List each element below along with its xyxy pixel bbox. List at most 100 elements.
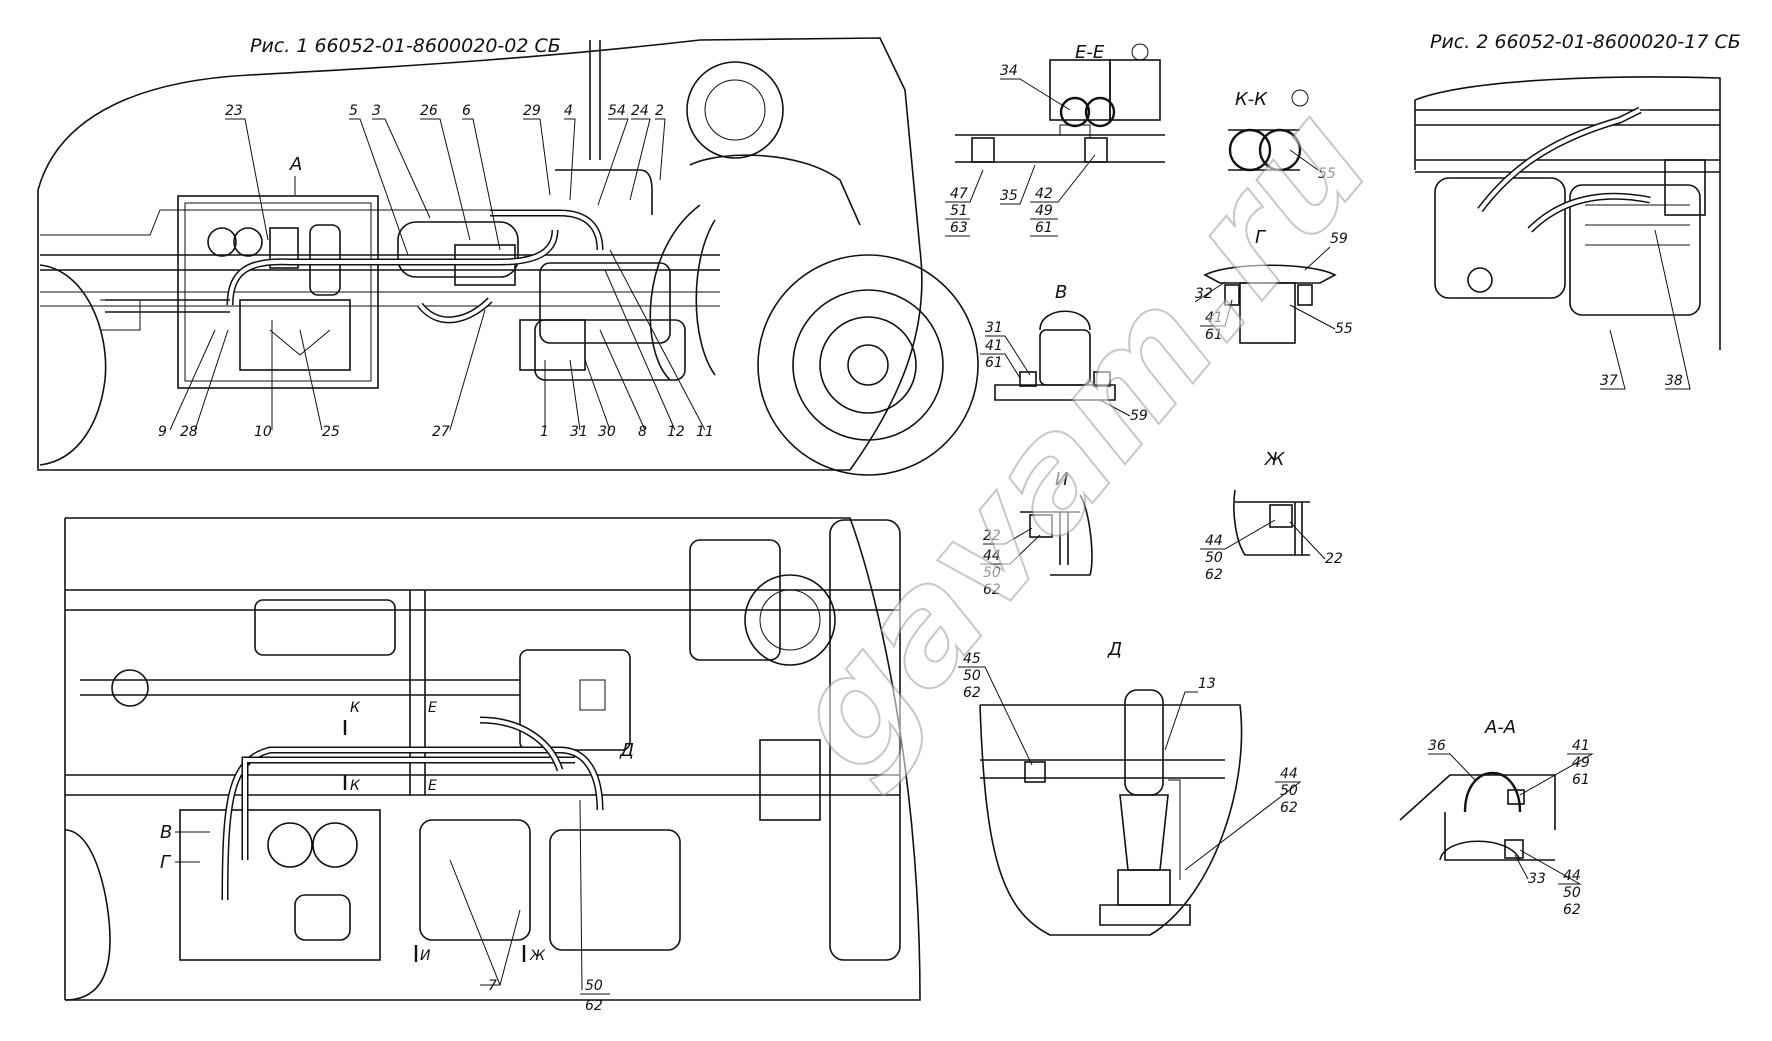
view-v: В 31 41 61 59 xyxy=(980,282,1148,424)
callout-44-aa: 44 xyxy=(1563,868,1581,884)
view-d: Д 45 50 62 13 44 50 62 xyxy=(958,639,1302,936)
view-ee: Е-Е 34 35 47 51 63 42 49 61 xyxy=(945,42,1165,237)
callout-41-v: 41 xyxy=(985,338,1003,354)
callout-22-zh: 22 xyxy=(1325,551,1343,567)
marker-g: Г xyxy=(160,852,172,873)
callout-45-d: 45 xyxy=(963,651,981,667)
view-ee-title: Е-Е xyxy=(1075,42,1105,63)
callout-62-d2: 62 xyxy=(1280,800,1298,816)
callout-1: 1 xyxy=(540,424,549,440)
callout-55-g: 55 xyxy=(1335,321,1353,337)
callout-38: 38 xyxy=(1665,373,1683,389)
callout-34: 34 xyxy=(1000,63,1018,79)
callout-10: 10 xyxy=(254,424,272,440)
view-kk-title: К-К xyxy=(1235,89,1268,110)
callout-4: 4 xyxy=(564,103,573,119)
callout-63: 63 xyxy=(950,220,968,236)
callout-31: 31 xyxy=(570,424,588,440)
callout-29: 29 xyxy=(523,103,541,119)
callout-62-d: 62 xyxy=(963,685,981,701)
view-i-title: И xyxy=(1055,469,1068,490)
callout-49: 49 xyxy=(1035,203,1053,219)
callout-47: 47 xyxy=(950,186,968,202)
marker-e-2: Е xyxy=(428,778,437,794)
marker-i: И xyxy=(420,948,431,964)
callout-27: 27 xyxy=(432,424,450,440)
callout-61-v: 61 xyxy=(985,355,1003,371)
callout-7: 7 xyxy=(488,978,497,994)
view-i: И 22 44 50 62 xyxy=(980,469,1093,598)
callout-61: 61 xyxy=(1035,220,1053,236)
callout-55-kk: 55 xyxy=(1318,166,1336,182)
plan-view-markers: В Г К К Е Е Д И Ж 7 50 62 xyxy=(160,700,634,1014)
callout-32: 32 xyxy=(1195,286,1213,302)
marker-k-2: К xyxy=(350,778,361,794)
callout-50-plan: 50 xyxy=(585,978,603,994)
figure-1-callouts: 23 А 5 3 26 6 29 4 54 24 2 9 28 10 25 27… xyxy=(158,103,714,440)
callout-30: 30 xyxy=(598,424,616,440)
callout-8: 8 xyxy=(638,424,647,440)
callout-59-g: 59 xyxy=(1330,231,1348,247)
callout-62-i: 62 xyxy=(983,582,1001,598)
callout-33-aa: 33 xyxy=(1528,871,1546,887)
marker-d: Д xyxy=(619,740,634,761)
marker-v: В xyxy=(160,822,172,843)
view-g: Г 59 32 41 61 55 xyxy=(1194,227,1353,344)
callout-61-g: 61 xyxy=(1205,327,1223,343)
callout-62-aa: 62 xyxy=(1563,902,1581,918)
view-kk: К-К 55 xyxy=(1228,89,1336,182)
callout-2: 2 xyxy=(655,103,664,119)
plan-view xyxy=(64,517,921,1001)
callout-54: 54 xyxy=(608,103,626,119)
watermark-text: gavam.ru xyxy=(754,77,1403,803)
view-aa: А-А 36 41 49 61 33 44 50 62 xyxy=(1399,717,1594,918)
callout-62-plan: 62 xyxy=(585,998,603,1014)
callout-49-aa: 49 xyxy=(1572,755,1590,771)
callout-5: 5 xyxy=(349,103,358,119)
figure-1-title: Рис. 1 66052-01-8600020-02 СБ xyxy=(250,35,561,57)
figure-2-title: Рис. 2 66052-01-8600020-17 СБ xyxy=(1430,31,1741,53)
callout-28: 28 xyxy=(180,424,198,440)
callout-11: 11 xyxy=(696,424,714,440)
callout-9: 9 xyxy=(158,424,167,440)
callout-6: 6 xyxy=(462,103,471,119)
callout-23: 23 xyxy=(225,103,243,119)
callout-12: 12 xyxy=(667,424,685,440)
callout-41-aa: 41 xyxy=(1572,738,1590,754)
callout-22-i: 22 xyxy=(983,528,1001,544)
callout-61-aa: 61 xyxy=(1572,772,1590,788)
view-aa-title: А-А xyxy=(1484,717,1516,738)
callout-50-aa: 50 xyxy=(1563,885,1581,901)
callout-3: 3 xyxy=(372,103,381,119)
marker-e-1: Е xyxy=(428,700,437,716)
view-v-title: В xyxy=(1055,282,1067,303)
callout-24: 24 xyxy=(631,103,649,119)
callout-50-i: 50 xyxy=(983,565,1001,581)
callout-41-g: 41 xyxy=(1205,310,1223,326)
view-zh-title: Ж xyxy=(1264,449,1285,470)
callout-50-d: 50 xyxy=(963,668,981,684)
callout-37: 37 xyxy=(1600,373,1618,389)
view-marker-a: А xyxy=(289,154,302,175)
callout-50-zh: 50 xyxy=(1205,550,1223,566)
callout-42: 42 xyxy=(1035,186,1053,202)
callout-36-aa: 36 xyxy=(1428,738,1446,754)
view-g-title: Г xyxy=(1255,227,1267,248)
callout-62-zh: 62 xyxy=(1205,567,1223,583)
callout-44-zh: 44 xyxy=(1205,533,1223,549)
callout-26: 26 xyxy=(420,103,438,119)
callout-59-v: 59 xyxy=(1130,408,1148,424)
callout-31-v: 31 xyxy=(985,320,1003,336)
callout-25: 25 xyxy=(322,424,340,440)
view-d-title: Д xyxy=(1107,639,1122,660)
callout-35: 35 xyxy=(1000,188,1018,204)
callout-13-d: 13 xyxy=(1198,676,1216,692)
figure-2: Рис. 2 66052-01-8600020-17 СБ 37 38 xyxy=(1414,31,1741,390)
view-zh: Ж 44 50 62 22 xyxy=(1200,449,1343,583)
callout-44-d: 44 xyxy=(1280,766,1298,782)
figure-1-side-view: Рис. 1 66052-01-8600020-02 СБ xyxy=(37,35,979,476)
callout-44-i: 44 xyxy=(983,548,1001,564)
marker-zh: Ж xyxy=(529,948,546,964)
callout-51: 51 xyxy=(950,203,968,219)
